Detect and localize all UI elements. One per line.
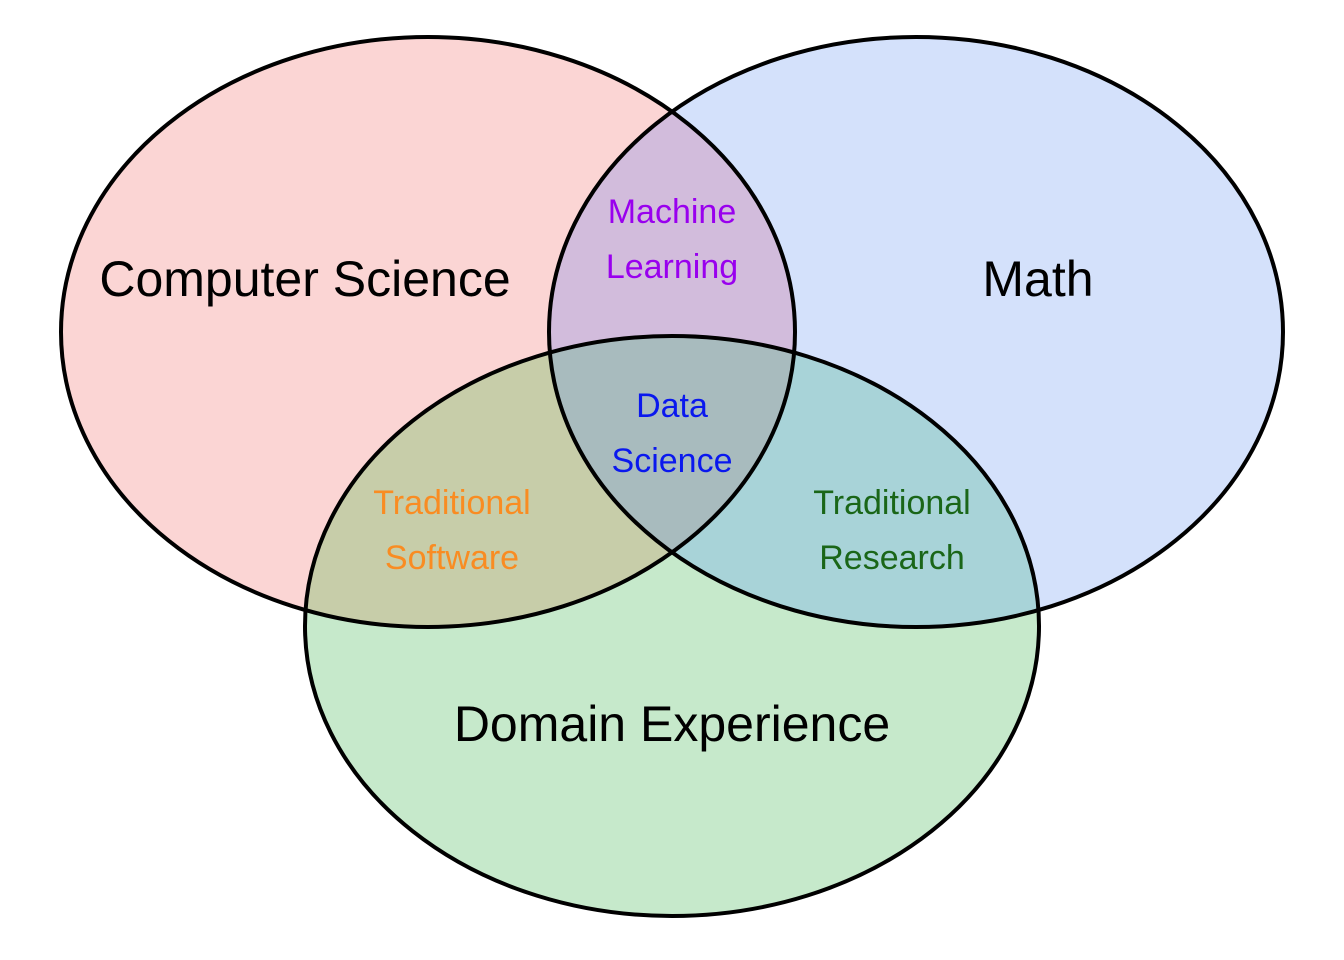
outline-computer-science bbox=[59, 35, 797, 629]
label-traditional-software-line1: Traditional bbox=[373, 484, 530, 522]
label-traditional-software-line2: Software bbox=[385, 539, 519, 577]
label-machine-learning-line2: Learning bbox=[606, 248, 738, 286]
label-computer-science: Computer Science bbox=[99, 251, 510, 307]
outline-domain-experience bbox=[303, 334, 1041, 918]
outline-math bbox=[547, 35, 1285, 629]
label-data-science-line2: Science bbox=[612, 442, 733, 480]
label-machine-learning-line1: Machine bbox=[608, 193, 737, 231]
label-domain-experience: Domain Experience bbox=[454, 696, 890, 752]
label-traditional-research-line2: Research bbox=[819, 539, 965, 577]
label-data-science-line1: Data bbox=[636, 387, 708, 425]
label-math: Math bbox=[982, 251, 1093, 307]
label-traditional-research-line1: Traditional bbox=[813, 484, 970, 522]
